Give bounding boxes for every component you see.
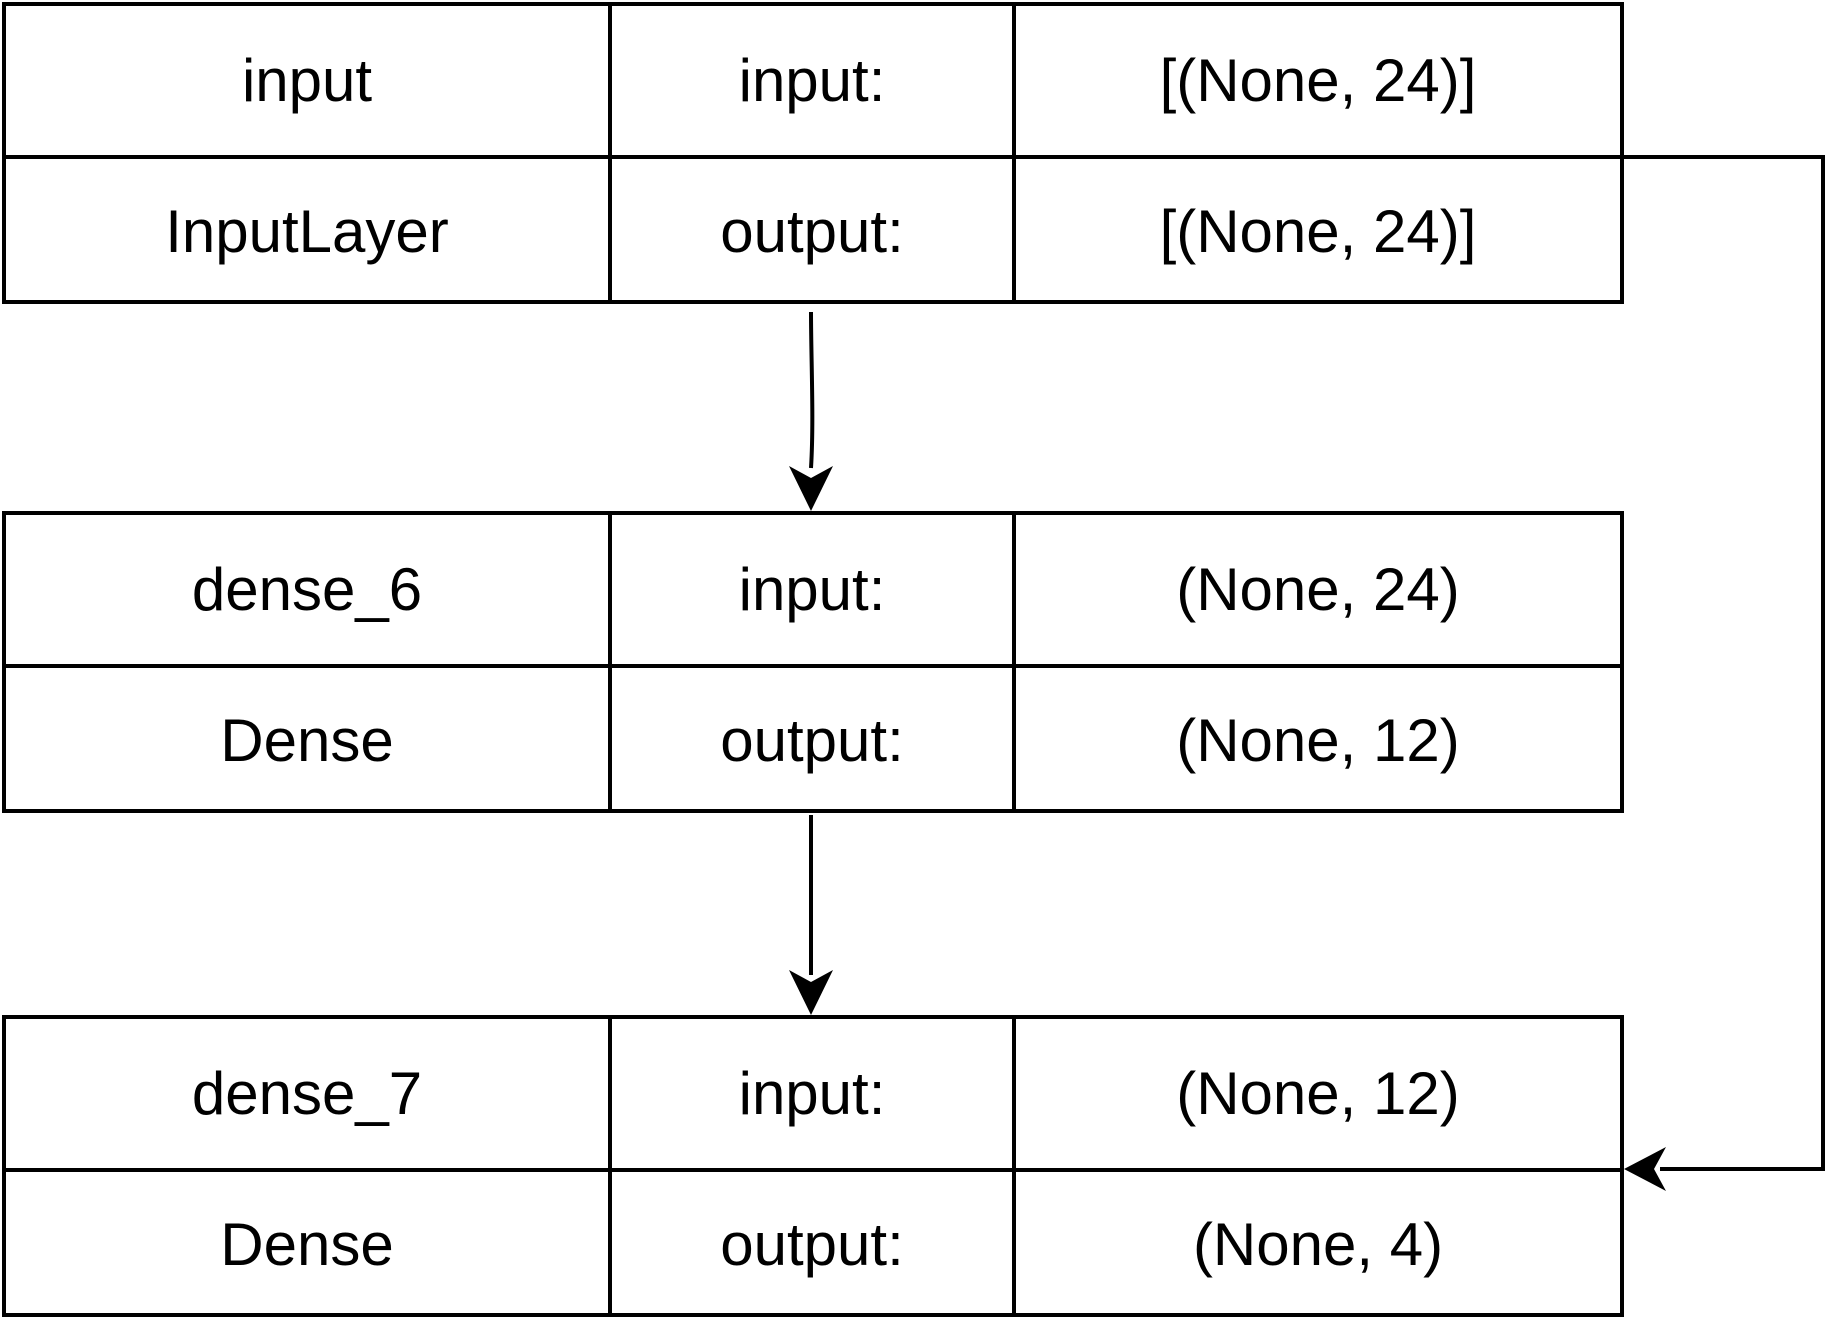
output-label: output: (612, 668, 1016, 813)
layer-name: dense_7 (6, 1019, 612, 1168)
layer-type: InputLayer (6, 159, 612, 304)
edge-input-to-dense-6 (809, 311, 815, 469)
layer-name: dense_6 (6, 515, 612, 664)
arrowhead-dense-7-icon (789, 970, 833, 1015)
node-dense-7: dense_7 input: (None, 12) Dense output: … (2, 1015, 1624, 1317)
input-label: input: (612, 6, 1016, 155)
output-label: output: (612, 159, 1016, 304)
input-label: input: (612, 515, 1016, 664)
edge-input-to-dense-7-skip (1624, 155, 1825, 1171)
node-dense-6-bottom-row: Dense output: (None, 12) (6, 664, 1620, 813)
input-shape: (None, 24) (1176, 556, 1460, 623)
node-dense-6-top-row: dense_6 input: (None, 24) (6, 515, 1620, 664)
input-label: input: (612, 1019, 1016, 1168)
output-shape: [(None, 24)] (1159, 198, 1477, 265)
node-input-bottom-row: InputLayer output: [(None, 24)] (6, 155, 1620, 304)
layer-name: input (6, 6, 612, 155)
node-dense-7-top-row: dense_7 input: (None, 12) (6, 1019, 1620, 1168)
arrowhead-skip-icon (1624, 1147, 1666, 1191)
node-input-top-row: input input: [(None, 24)] (6, 6, 1620, 155)
input-shape: (None, 12) (1176, 1060, 1460, 1127)
node-dense-6: dense_6 input: (None, 24) Dense output: … (2, 511, 1624, 813)
layer-type: Dense (6, 668, 612, 813)
output-label: output: (612, 1172, 1016, 1317)
output-shape: (None, 4) (1192, 1211, 1444, 1278)
arrowhead-dense-6-icon (789, 466, 833, 511)
node-input: input input: [(None, 24)] InputLayer out… (2, 2, 1624, 304)
input-shape: [(None, 24)] (1159, 47, 1477, 114)
layer-type: Dense (6, 1172, 612, 1317)
output-shape: (None, 12) (1176, 707, 1460, 774)
node-dense-7-bottom-row: Dense output: (None, 4) (6, 1168, 1620, 1317)
